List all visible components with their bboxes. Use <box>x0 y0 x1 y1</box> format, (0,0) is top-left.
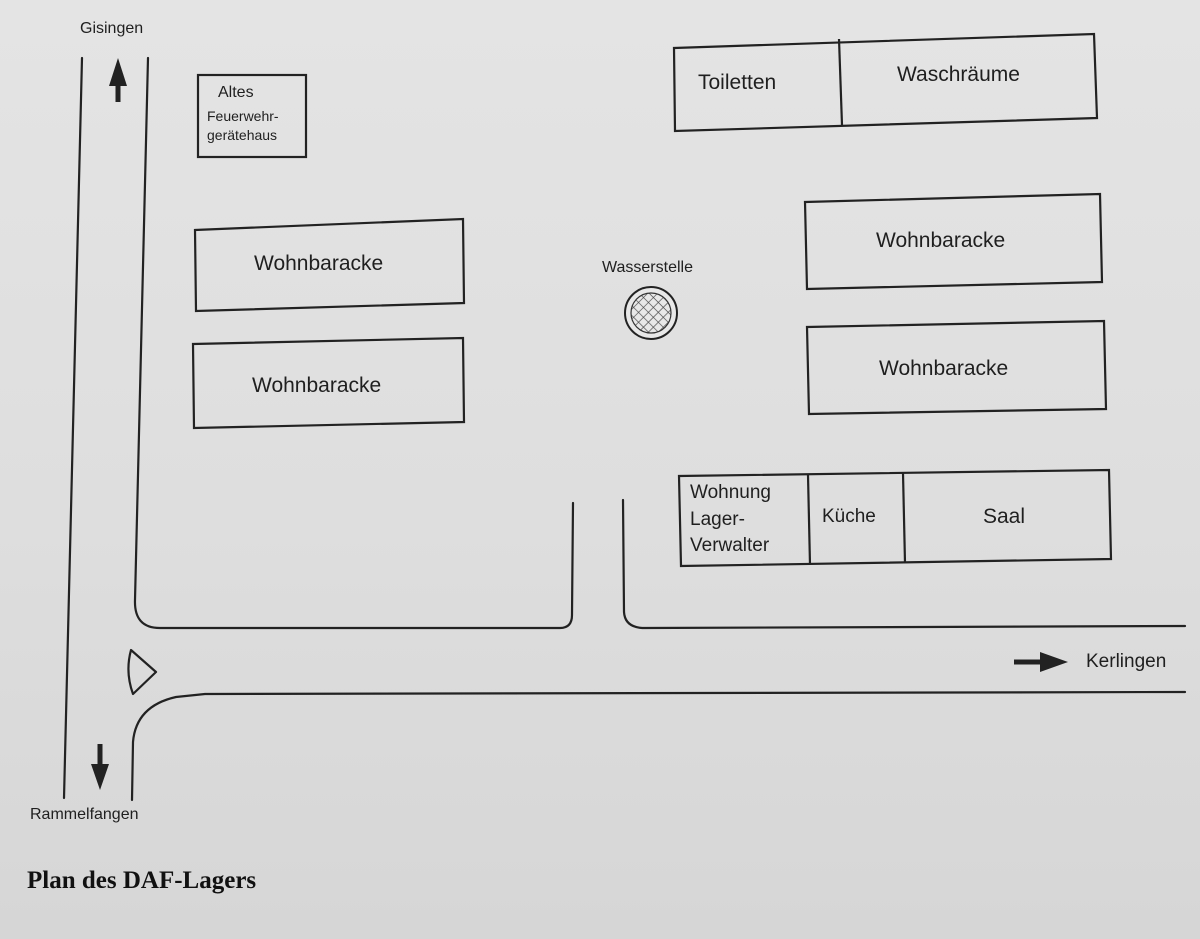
manager-flat-label-line3: Verwalter <box>690 535 770 556</box>
toilets-divider <box>837 38 844 126</box>
arrow-south-icon <box>91 744 109 790</box>
washrooms-label: Waschräume <box>897 63 1020 86</box>
barrack-left-1 <box>193 217 466 313</box>
barrack-right-1 <box>803 192 1104 291</box>
barrack-left-2 <box>191 336 466 430</box>
toilets-label: Toiletten <box>698 71 777 94</box>
hall-block <box>677 468 1113 568</box>
hall-label: Saal <box>983 505 1026 528</box>
road-east-edge-lower <box>130 690 1187 802</box>
plan-title: Plan des DAF-Lagers <box>27 867 257 894</box>
kitchen-divider-right <box>901 472 907 564</box>
kitchen-label: Küche <box>822 506 876 527</box>
old-firehouse-label-line1: Altes <box>218 84 254 101</box>
water-point-icon <box>624 286 678 340</box>
road-label-kerlingen: Kerlingen <box>1086 651 1167 672</box>
water-point-label: Wasserstelle <box>602 259 693 276</box>
old-firehouse <box>196 73 308 159</box>
road-west-edge <box>62 56 84 800</box>
road-label-gisingen: Gisingen <box>80 20 144 37</box>
manager-flat-label-line2: Lager- <box>690 509 745 530</box>
barrack-right-2 <box>805 319 1108 416</box>
manager-flat-label-line1: Wohnung <box>690 482 771 503</box>
old-firehouse-label-line3: gerätehaus <box>207 127 278 143</box>
barrack-left-2-label: Wohnbaracke <box>252 374 382 397</box>
road-label-rammelfangen: Rammelfangen <box>30 806 139 823</box>
barrack-left-1-label: Wohnbaracke <box>254 252 384 275</box>
barrack-right-1-label: Wohnbaracke <box>876 229 1006 252</box>
arrow-east-icon <box>1014 652 1068 672</box>
barrack-right-2-label: Wohnbaracke <box>879 357 1009 380</box>
kitchen-divider-left <box>806 474 812 566</box>
toilets-washrooms-block <box>672 32 1099 133</box>
road-camp-entrance-east <box>621 498 1187 630</box>
arrow-north-icon <box>109 58 127 102</box>
old-firehouse-label-line2: Feuerwehr- <box>207 108 279 124</box>
road-east-edge-upper <box>133 56 575 630</box>
traffic-island <box>127 648 158 696</box>
